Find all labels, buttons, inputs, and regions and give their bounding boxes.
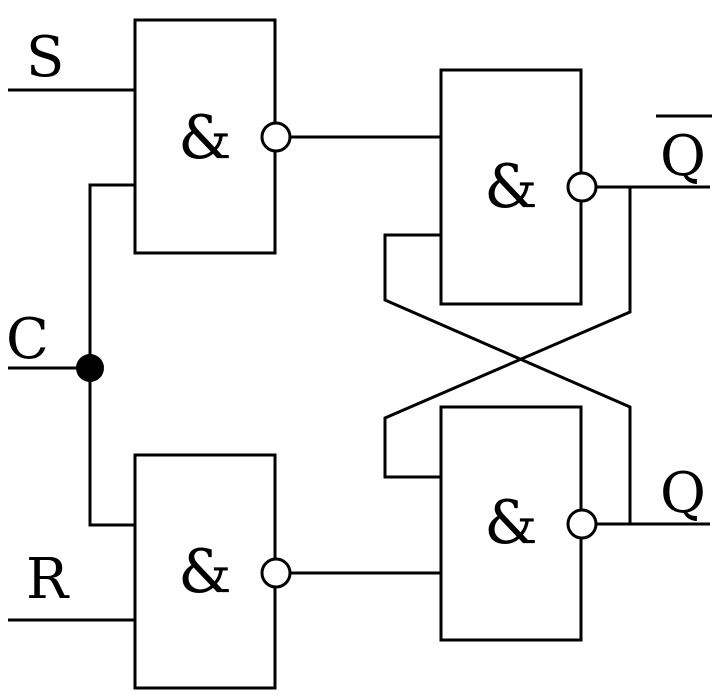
wire-c-to-bottom-gate (88, 368, 135, 527)
label-r: R (26, 547, 70, 612)
gate-bottom-right-symbol: & (484, 488, 537, 558)
wire-feedback-q-bar-to-bottom-gate (383, 187, 632, 479)
label-c: C (6, 307, 49, 372)
gate-bottom-left-symbol: & (178, 537, 231, 607)
inverter-bubble-top-left (260, 121, 292, 153)
clock-junction-dot (76, 354, 104, 382)
gate-top-left (133, 18, 277, 255)
inverter-bubble-bottom-right (566, 508, 598, 540)
label-s: S (26, 25, 64, 90)
gate-bottom-right (439, 405, 583, 642)
gate-top-right-symbol: & (484, 152, 537, 222)
inverter-bubble-top-right (566, 171, 598, 203)
gate-top-left-symbol: & (178, 103, 231, 173)
wire-c-to-top-gate (88, 183, 135, 368)
label-q: Q (660, 461, 706, 526)
inverter-bubble-bottom-left (260, 557, 292, 589)
gate-bottom-left (133, 453, 277, 690)
wire-feedback-q-to-top-gate (383, 233, 632, 524)
label-q-bar: Q (660, 124, 706, 189)
gate-top-right (439, 68, 583, 306)
